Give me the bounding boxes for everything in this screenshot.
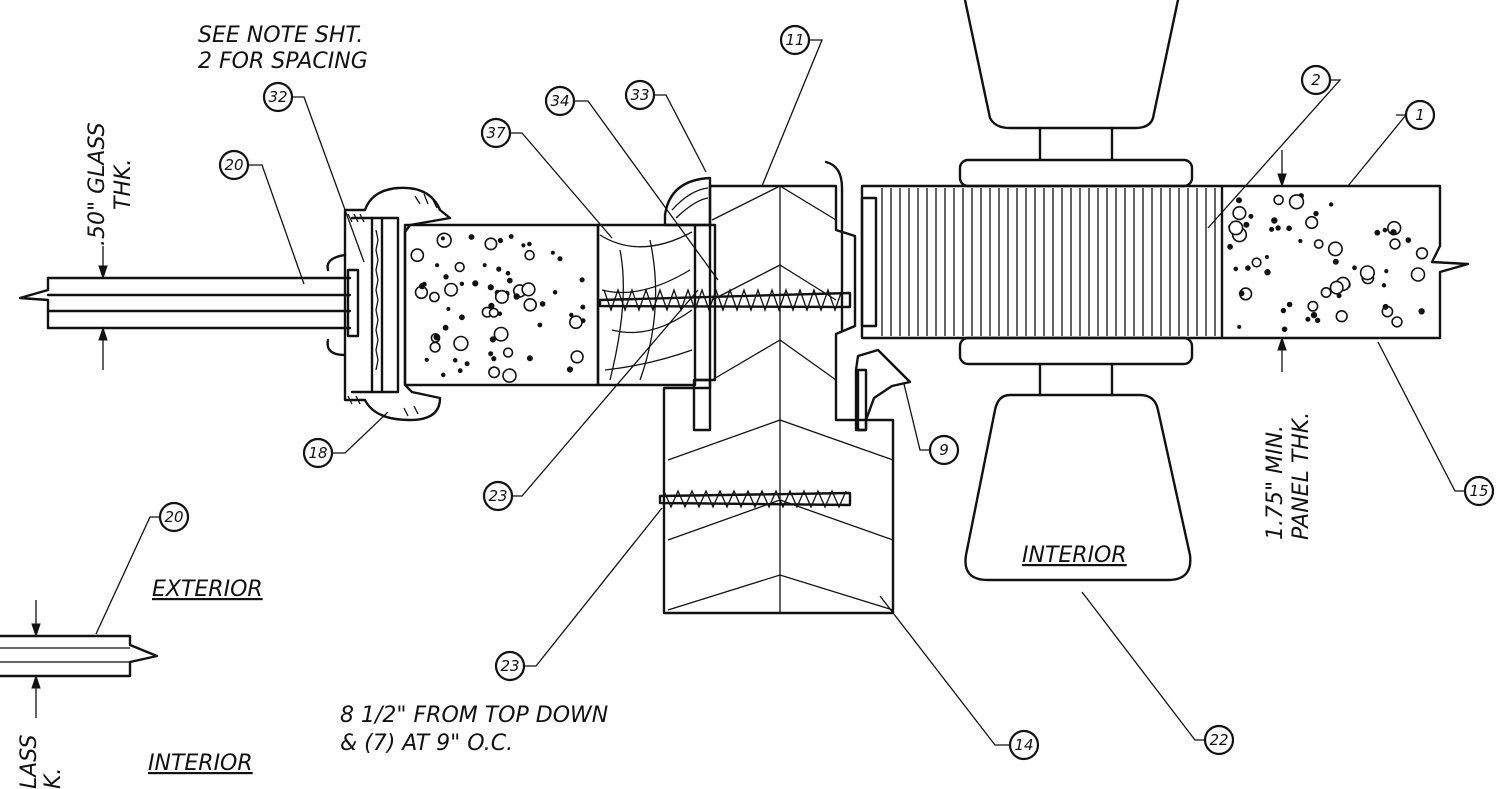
svg-text:23: 23 (488, 487, 507, 505)
svg-text:PANEL THK.: PANEL THK. (1289, 412, 1314, 540)
callout-11: 11 (779, 24, 811, 56)
svg-text:14: 14 (1014, 736, 1033, 754)
callout-18: 18 (302, 437, 334, 469)
callout-9: 9 (928, 434, 960, 466)
callout-14: 14 (1008, 729, 1040, 761)
note-screw-spacing-line2: & (7) AT 9" O.C. (340, 731, 513, 756)
svg-text:18: 18 (308, 444, 327, 462)
svg-text:33: 33 (630, 86, 649, 104)
screw-lower (658, 489, 852, 509)
callout-2: 2 (1300, 64, 1332, 96)
svg-text:9: 9 (939, 441, 949, 459)
svg-text:K.: K. (41, 768, 66, 789)
label-exterior: EXTERIOR (152, 577, 263, 602)
upper-handle (958, 0, 1194, 188)
note-lower-glass: LASS K. (17, 735, 66, 789)
foam-panel-right (1220, 184, 1470, 340)
callout-15: 15 (1463, 475, 1495, 507)
screw-upper (598, 288, 852, 312)
lower-glass-section (0, 600, 159, 718)
lower-handle (958, 336, 1194, 582)
svg-text:23: 23 (500, 657, 519, 675)
door-panel (860, 184, 1224, 340)
svg-text:LASS: LASS (17, 735, 42, 789)
svg-text:20: 20 (164, 508, 183, 526)
wood-jamb (662, 160, 912, 615)
svg-text:15: 15 (1469, 482, 1488, 500)
callout-20-upper: 20 (218, 149, 250, 181)
callout-23-lower: 23 (494, 650, 526, 682)
callout-32: 32 (262, 81, 294, 113)
svg-text:1: 1 (1415, 106, 1425, 124)
label-interior-left: INTERIOR (148, 751, 253, 776)
svg-text:THK.: THK. (111, 159, 136, 210)
svg-text:20: 20 (224, 156, 243, 174)
label-interior-right: INTERIOR (1022, 543, 1127, 568)
svg-text:37: 37 (486, 124, 506, 142)
glazing-stop (663, 176, 717, 382)
glass-pane (18, 268, 360, 338)
note-screw-spacing-line1: 8 1/2" FROM TOP DOWN (340, 703, 608, 728)
svg-text:32: 32 (268, 88, 287, 106)
svg-text:34: 34 (550, 92, 569, 110)
callout-34: 34 (544, 85, 576, 117)
note-spacing-line2: 2 FOR SPACING (198, 49, 368, 74)
callout-23-upper: 23 (482, 480, 514, 512)
callout-22: 22 (1203, 724, 1235, 756)
note-panel-thickness: 1.75" MIN. PANEL THK. (1263, 412, 1314, 540)
svg-text:22: 22 (1209, 731, 1228, 749)
panel-thickness-dimension (1277, 150, 1287, 372)
glass-thickness-dimension (98, 246, 108, 370)
foam-core-left (403, 223, 600, 387)
callout-1: 1 (1404, 99, 1436, 131)
note-glass-thickness: .50" GLASS THK. (85, 122, 136, 246)
svg-text:1.75" MIN.: 1.75" MIN. (1263, 425, 1288, 540)
callout-37: 37 (480, 117, 512, 149)
leader-lines (95, 39, 1465, 746)
note-spacing-line1: SEE NOTE SHT. (198, 23, 363, 48)
svg-text:2: 2 (1311, 71, 1321, 89)
callout-20-lower: 20 (158, 501, 190, 533)
svg-text:.50" GLASS: .50" GLASS (85, 122, 110, 246)
glass-retainer-frame (326, 186, 452, 422)
callout-33: 33 (624, 79, 656, 111)
svg-text:11: 11 (785, 31, 804, 49)
